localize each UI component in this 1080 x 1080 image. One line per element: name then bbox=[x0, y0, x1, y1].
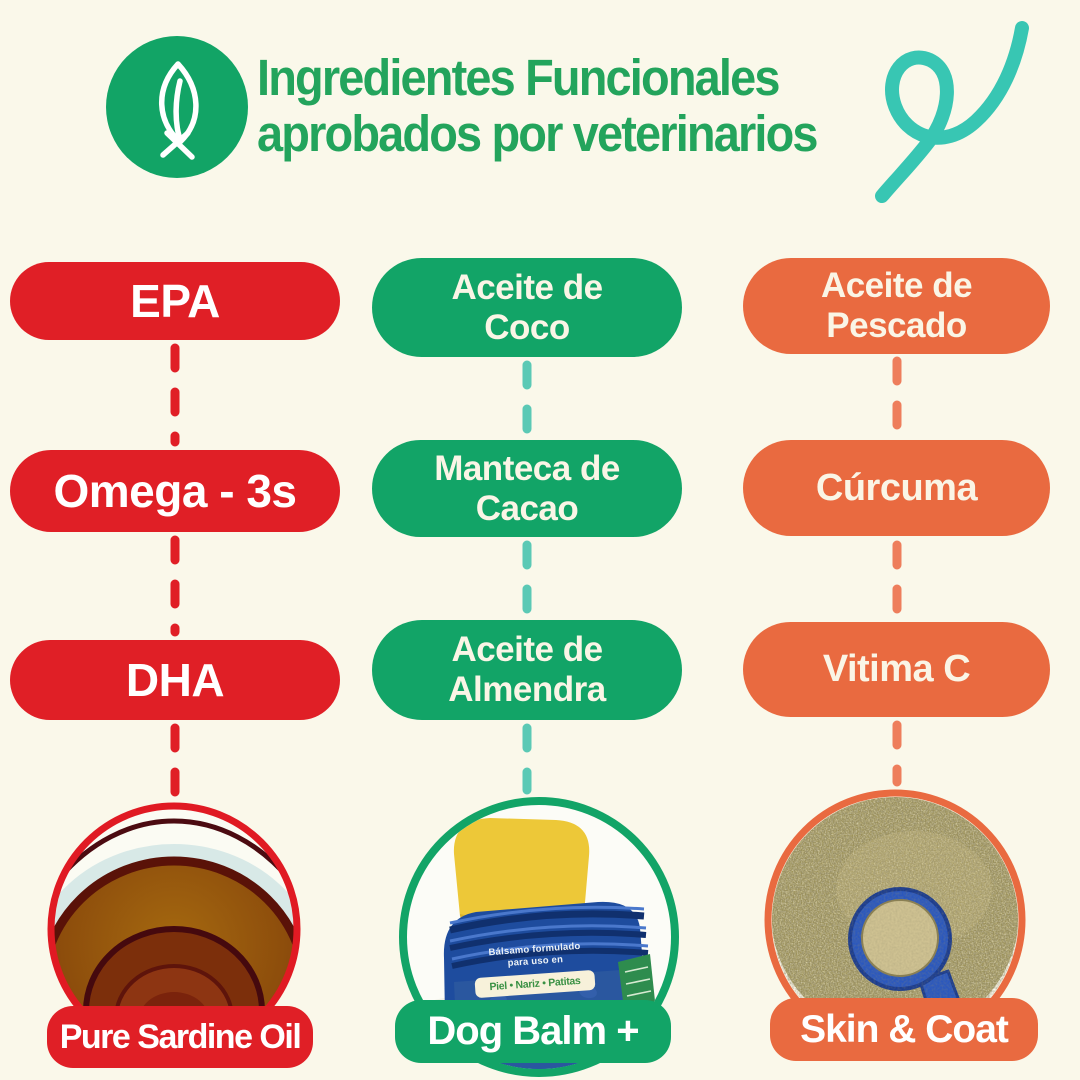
pill-vitima-c: Vitima C bbox=[743, 622, 1050, 717]
pill-epa: EPA bbox=[10, 262, 340, 340]
pill-curcuma: Cúrcuma bbox=[743, 440, 1050, 536]
page-title: Ingredientes Funcionales aprobados por v… bbox=[257, 49, 819, 163]
leaf-icon bbox=[106, 36, 248, 178]
pill-omega-3s: Omega - 3s bbox=[10, 450, 340, 532]
pill-dha: DHA bbox=[10, 640, 340, 720]
title-line-2: aprobados por veterinarios bbox=[257, 105, 819, 163]
title-line-1: Ingredientes Funcionales bbox=[257, 49, 780, 106]
product-label-dog-balm: Dog Balm + bbox=[395, 1000, 671, 1063]
pill-aceite-de-almendra: Aceite de Almendra bbox=[372, 620, 682, 720]
product-label-skin-and-coat: Skin & Coat bbox=[770, 998, 1038, 1061]
photo-ring bbox=[399, 797, 679, 1077]
pill-manteca-de-cacao: Manteca de Cacao bbox=[372, 440, 682, 537]
pill-aceite-de-pescado: Aceite de Pescado bbox=[743, 258, 1050, 354]
product-label-pure-sardine-oil: Pure Sardine Oil bbox=[47, 1006, 313, 1068]
pill-aceite-de-coco: Aceite de Coco bbox=[372, 258, 682, 357]
squiggle-icon bbox=[875, 21, 1029, 203]
